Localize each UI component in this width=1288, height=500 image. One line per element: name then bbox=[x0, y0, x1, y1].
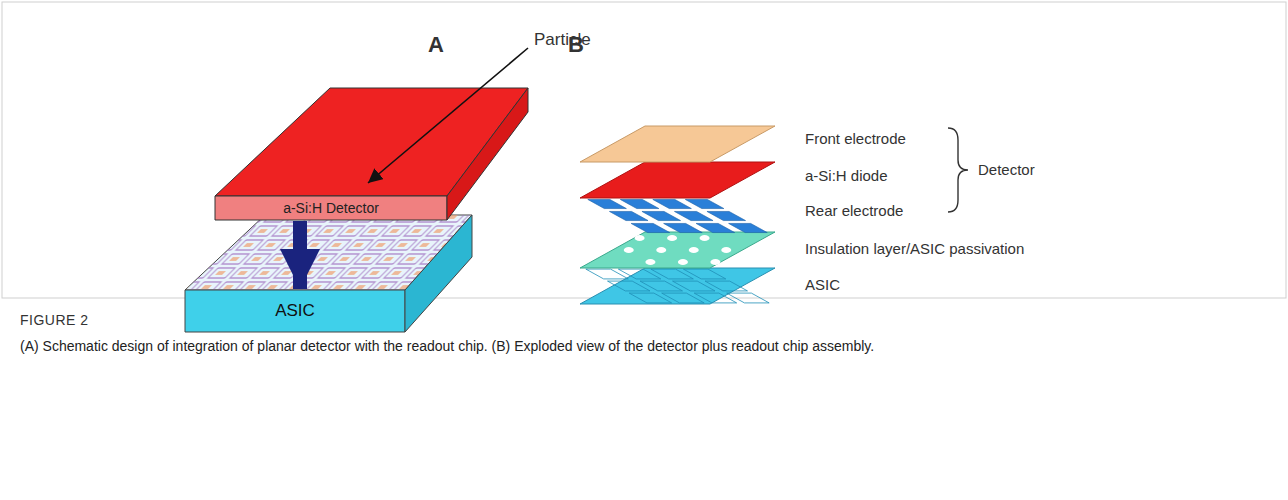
panel-letter: A bbox=[428, 32, 444, 58]
asic-label-face: ASIC bbox=[185, 290, 405, 332]
detector-brace bbox=[948, 128, 968, 212]
layer-label: Rear electrode bbox=[805, 202, 903, 219]
transfer-arrow bbox=[293, 221, 307, 289]
detector-slab bbox=[215, 88, 528, 220]
detector-label-face: a-Si:H Detector bbox=[215, 196, 447, 220]
layer-label: Insulation layer/ASIC passivation bbox=[805, 240, 1024, 257]
layer-label: a-Si:H diode bbox=[805, 167, 888, 184]
layer-label: Front electrode bbox=[805, 130, 906, 147]
particle-label: Particle bbox=[534, 30, 591, 50]
node-text: ASIC bbox=[275, 301, 315, 321]
figure-number: FIGURE 2 bbox=[20, 312, 89, 328]
figure-frame bbox=[2, 2, 1286, 298]
figure-caption: (A) Schematic design of integration of p… bbox=[20, 338, 874, 354]
asic-slab bbox=[185, 215, 472, 332]
exploded-layers bbox=[580, 126, 775, 304]
group-label: Detector bbox=[978, 161, 1035, 178]
node-text: a-Si:H Detector bbox=[283, 200, 379, 216]
particle-arrow bbox=[368, 48, 528, 183]
layer-label: ASIC bbox=[805, 276, 840, 293]
